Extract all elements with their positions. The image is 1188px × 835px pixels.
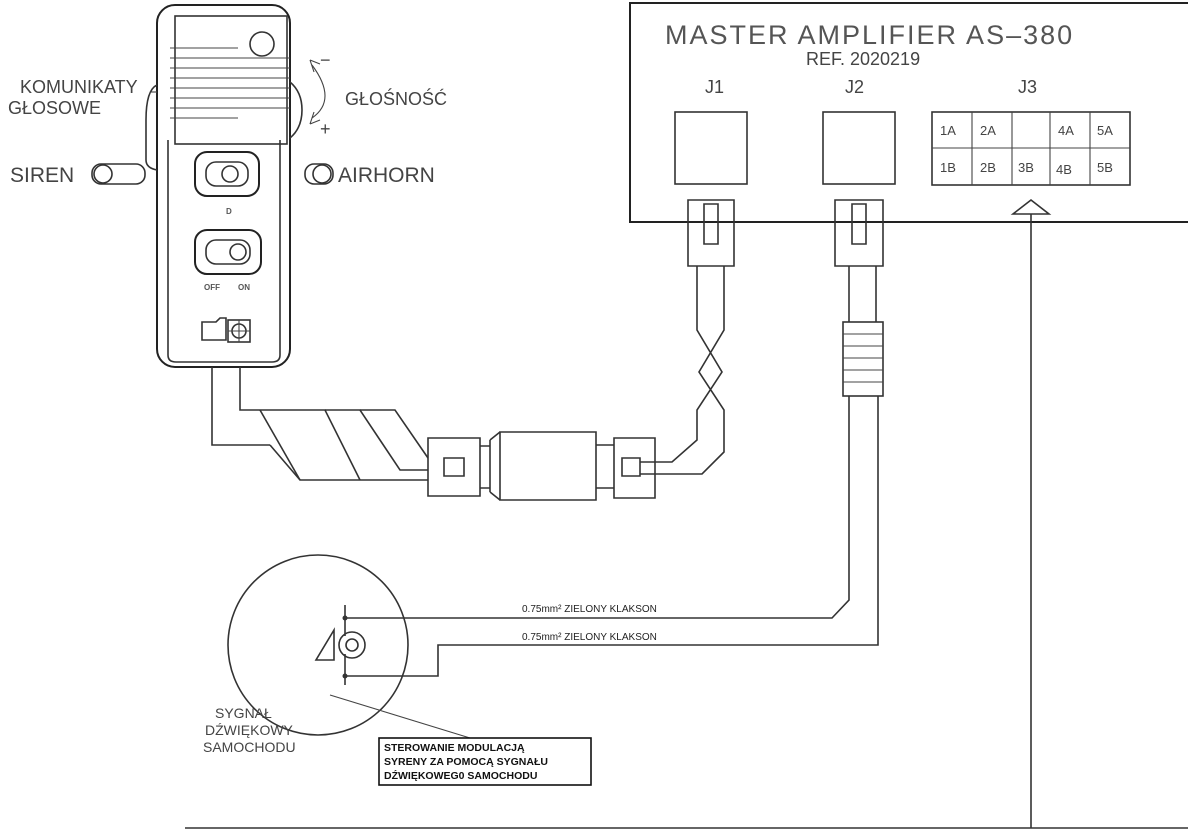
connector-j1-plug <box>687 199 735 267</box>
siren-label: SIREN <box>10 164 74 187</box>
mode-d-button[interactable] <box>194 151 260 197</box>
horn-symbol-icon <box>314 627 335 661</box>
note-box <box>378 737 592 786</box>
connector-j1-socket <box>674 111 748 185</box>
wire2-label: 0.75mm² ZIELONY KLAKSON <box>522 632 657 643</box>
pin-4a: 4A <box>1058 123 1074 138</box>
airhorn-label: AIRHORN <box>338 164 435 187</box>
cable-coupler <box>427 431 614 501</box>
horn-label-line3: SAMOCHODU <box>203 739 296 755</box>
speaker-grille <box>170 15 290 145</box>
voice-messages-label-line2: GŁOSOWE <box>8 98 101 118</box>
mic-mode-icon <box>201 317 227 341</box>
power-switch[interactable] <box>194 229 262 275</box>
microphone-handset: D OFF ON <box>91 4 429 481</box>
volume-plus: + <box>320 119 331 139</box>
connector-j2-socket <box>822 111 896 185</box>
pin-3b-pointer <box>1010 198 1052 215</box>
bottom-icons <box>201 317 251 343</box>
pin-5a: 5A <box>1097 123 1113 138</box>
inline-plug-right <box>613 437 656 499</box>
status-led-icon <box>249 31 275 57</box>
horn-circle <box>227 554 409 736</box>
amplifier-unit: MASTER AMPLIFIER AS–380 REF. 2020219 J1 … <box>629 2 1188 223</box>
note-line1: STEROWANIE MODULACJĄ <box>384 742 525 754</box>
horn-label-line1: SYGNAŁ <box>215 705 272 721</box>
mic-cable-twisted <box>613 266 725 499</box>
mode-d-label: D <box>226 207 232 216</box>
microphone-body <box>156 4 291 368</box>
connector-j2-plug <box>834 199 884 267</box>
ptt-side-button <box>145 84 158 171</box>
pin-5b: 5B <box>1097 160 1113 175</box>
pin-2b: 2B <box>980 160 996 175</box>
pin-1a: 1A <box>940 123 956 138</box>
pin-3b: 3B <box>1018 160 1034 175</box>
ferrite-bead <box>842 321 884 397</box>
pin-4b: 4B <box>1056 162 1072 177</box>
airhorn-button[interactable] <box>304 163 334 185</box>
volume-label: GŁOŚNOŚĆ <box>345 88 447 109</box>
connector-j3-terminal-block: 1A 2A 4A 5A 1B 2B 3B 4B 5B <box>931 111 1131 186</box>
amplifier-housing <box>629 2 1188 223</box>
note-line3: DŹWIĘKOWEG0 SAMOCHODU <box>384 769 537 782</box>
pin-2a: 2A <box>980 123 996 138</box>
pin-1b: 1B <box>940 160 956 175</box>
connector-j1-label: J1 <box>705 77 724 97</box>
siren-button[interactable] <box>91 163 146 185</box>
car-horn <box>227 554 409 736</box>
volume-minus: − <box>320 50 331 70</box>
amplifier-ref: REF. 2020219 <box>806 49 920 69</box>
note-line2: SYRENY ZA POMOCĄ SYGNAŁU <box>384 756 548 768</box>
amplifier-title: MASTER AMPLIFIER AS–380 <box>665 20 1074 50</box>
connector-j2-label: J2 <box>845 77 864 97</box>
note-leader-line <box>329 694 471 739</box>
volume-rocker <box>289 81 303 139</box>
modulation-note: STEROWANIE MODULACJĄ SYRENY ZA POMOCĄ SY… <box>378 737 592 786</box>
off-label: OFF <box>204 283 220 292</box>
horn-label-line2: DŹWIĘKOWY <box>205 722 294 738</box>
horn-cable <box>345 266 884 677</box>
inline-plug-left <box>427 437 481 497</box>
wire1-label: 0.75mm² ZIELONY KLAKSON <box>522 604 657 615</box>
voice-messages-label-line1: KOMUNIKATY <box>20 77 138 97</box>
volume-indicator: − + GŁOŚNOŚĆ <box>309 50 447 139</box>
on-label: ON <box>238 283 250 292</box>
connector-j3-label: J3 <box>1018 77 1037 97</box>
